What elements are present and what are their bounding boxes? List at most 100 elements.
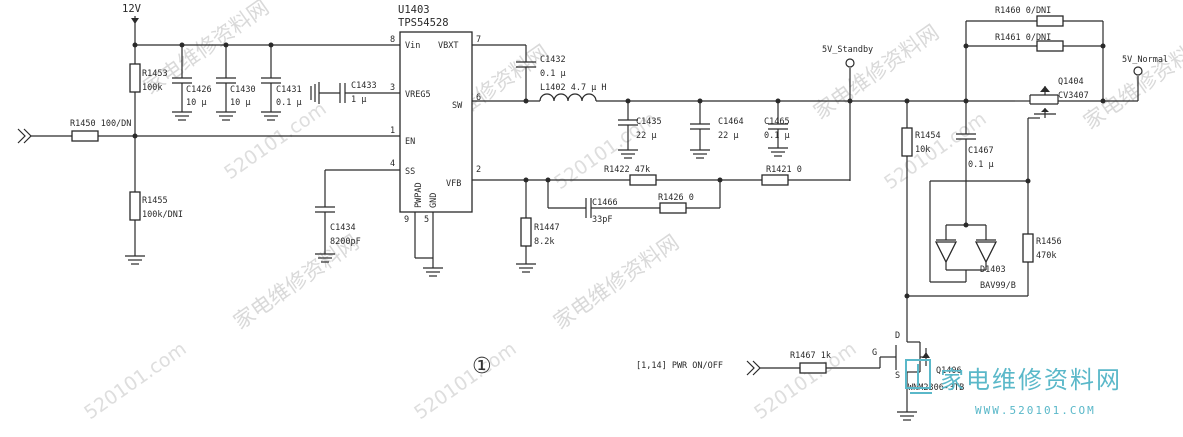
ref-q1404: Q1404	[1058, 77, 1084, 87]
resistor-r1422	[629, 174, 657, 186]
pin-vin-number: 8	[390, 35, 395, 45]
capacitor-c1465: C1465 0.1 μ	[764, 98, 790, 157]
rail-12v: 12V	[122, 3, 400, 48]
pin-gnd: GND	[429, 193, 439, 208]
ref-r1447: R1447	[534, 223, 560, 233]
pin-sw-number: 6	[476, 93, 481, 103]
pin-pwpad: PWPAD	[414, 182, 424, 208]
pin-vin: Vin	[405, 41, 420, 51]
ref-r1455: R1455	[142, 196, 168, 206]
brand-logo: 家电维修资料网 WWW.520101.COM	[905, 359, 1122, 417]
capacitor-c1435: C1435 22 μ	[618, 98, 662, 159]
value-c1426: 10 μ	[186, 98, 206, 108]
value-c1464: 22 μ	[718, 131, 738, 141]
value-c1467: 0.1 μ	[968, 160, 994, 170]
pin-ss: SS	[405, 167, 415, 177]
label-5v-standby: 5V_Standby	[822, 45, 873, 55]
value-c1431: 0.1 μ	[276, 98, 302, 108]
ref-r1467: R1467 1k	[790, 351, 831, 361]
pin-sw: SW	[452, 101, 463, 111]
inductor-l1402: L1402 4.7 μ H	[472, 83, 850, 104]
pin-vreg5: VREG5	[405, 90, 431, 100]
ref-c1434: C1434	[330, 223, 356, 233]
pin-vfb-number: 2	[476, 165, 481, 175]
ic-ref: U1403	[398, 4, 430, 16]
value-c1434: 8200pF	[330, 237, 361, 247]
ref-r1422: R1422 47k	[604, 165, 650, 175]
value-c1435: 22 μ	[636, 131, 656, 141]
capacitor-c1426: C1426 10 μ	[172, 45, 212, 121]
watermark-url: 520101.com	[220, 98, 330, 184]
label-12v: 12V	[122, 3, 142, 15]
watermark-text: 家电维修资料网	[549, 230, 683, 334]
ref-r1461: R1461 0/DNI	[995, 33, 1051, 43]
resistor-r1453: R1453 100k	[129, 45, 168, 138]
capacitor-c1434: C1434 8200pF	[315, 169, 400, 263]
ref-c1465: C1465	[764, 117, 790, 127]
watermark-url: 520101.com	[80, 338, 190, 424]
ic-u1403: U1403 TPS54528 Vin 8 VREG5 3 EN 1 SS 4 V…	[390, 4, 481, 277]
ref-c1426: C1426	[186, 85, 212, 95]
ref-r1460: R1460 0/DNI	[995, 6, 1051, 16]
value-r1456: 470k	[1036, 251, 1056, 261]
resistor-r1455: R1455 100k/DNI	[125, 136, 183, 265]
value-c1433: 1 μ	[351, 95, 366, 105]
ic-part: TPS54528	[398, 17, 449, 29]
label-5v-normal: 5V_Normal	[1122, 55, 1168, 65]
ref-c1464: C1464	[718, 117, 744, 127]
ref-c1435: C1435	[636, 117, 662, 127]
ref-l1402: L1402 4.7 μ H	[540, 83, 607, 93]
capacitor-c1433: C1433 1 μ	[310, 81, 400, 105]
ref-r1450: R1450 100/DN	[70, 119, 131, 129]
value-q1404: CV3407	[1058, 91, 1089, 101]
ref-q1406: Q1406	[936, 366, 962, 376]
pin-vbst: VBXT	[438, 41, 458, 51]
capacitor-c1430: C1430 10 μ	[216, 45, 256, 121]
pin-vfb: VFB	[446, 179, 461, 189]
ref-c1467: C1467	[968, 146, 994, 156]
ref-c1466: C1466	[592, 198, 618, 208]
pin-vbst-number: 7	[476, 35, 481, 45]
ref-r1421: R1421 0	[766, 165, 802, 175]
brand-url: WWW.520101.COM	[975, 404, 1096, 417]
watermark-url: 520101.com	[410, 338, 520, 424]
q1406-source-label: S	[895, 371, 900, 381]
ref-c1430: C1430	[230, 85, 256, 95]
capacitor-c1464: C1464 22 μ	[690, 98, 744, 159]
ref-r1454: R1454	[915, 131, 941, 141]
ref-r1426: R1426 0	[658, 193, 694, 203]
value-d1403: BAV99/B	[980, 281, 1016, 291]
value-r1454: 10k	[915, 145, 930, 155]
q1406-gate-label: G	[872, 348, 877, 358]
pin-5-number: 5	[424, 215, 429, 225]
net-pwr-on-off: [1,14] PWR ON/OFF	[636, 361, 723, 371]
value-r1453: 100k	[142, 83, 162, 93]
pin-en-number: 1	[390, 126, 395, 136]
figure-number: ①	[472, 354, 492, 379]
value-q1406: WNM2306-3TB	[908, 383, 964, 393]
ref-r1453: R1453	[142, 69, 168, 79]
en-input: R1450 100/DN	[17, 119, 400, 144]
ref-c1431: C1431	[276, 85, 302, 95]
watermark-text: 家电维修资料网	[809, 20, 943, 124]
value-r1455: 100k/DNI	[142, 210, 183, 220]
pin-en: EN	[405, 137, 415, 147]
ref-c1433: C1433	[351, 81, 377, 91]
value-c1465: 0.1 μ	[764, 131, 790, 141]
pin-ss-number: 4	[390, 159, 395, 169]
q1406-drain-label: D	[895, 331, 900, 341]
feedback-network: R1421 0 R1422 47k C1466 33pF R1426 0 R14…	[472, 165, 850, 273]
load-switch: R1460 0/DNI R1461 0/DNI Q1404 CV3407 5V_…	[636, 6, 1168, 421]
capacitor-c1431: C1431 0.1 μ	[261, 45, 302, 121]
ref-c1432: C1432	[540, 55, 566, 65]
value-r1447: 8.2k	[534, 237, 554, 247]
value-c1430: 10 μ	[230, 98, 250, 108]
value-c1432: 0.1 μ	[540, 69, 566, 79]
brand-name: 家电维修资料网	[940, 366, 1122, 394]
value-c1466: 33pF	[592, 215, 612, 225]
pin-9-number: 9	[404, 215, 409, 225]
book-icon	[905, 359, 932, 394]
capacitor-c1432: C1432 0.1 μ	[472, 44, 566, 101]
